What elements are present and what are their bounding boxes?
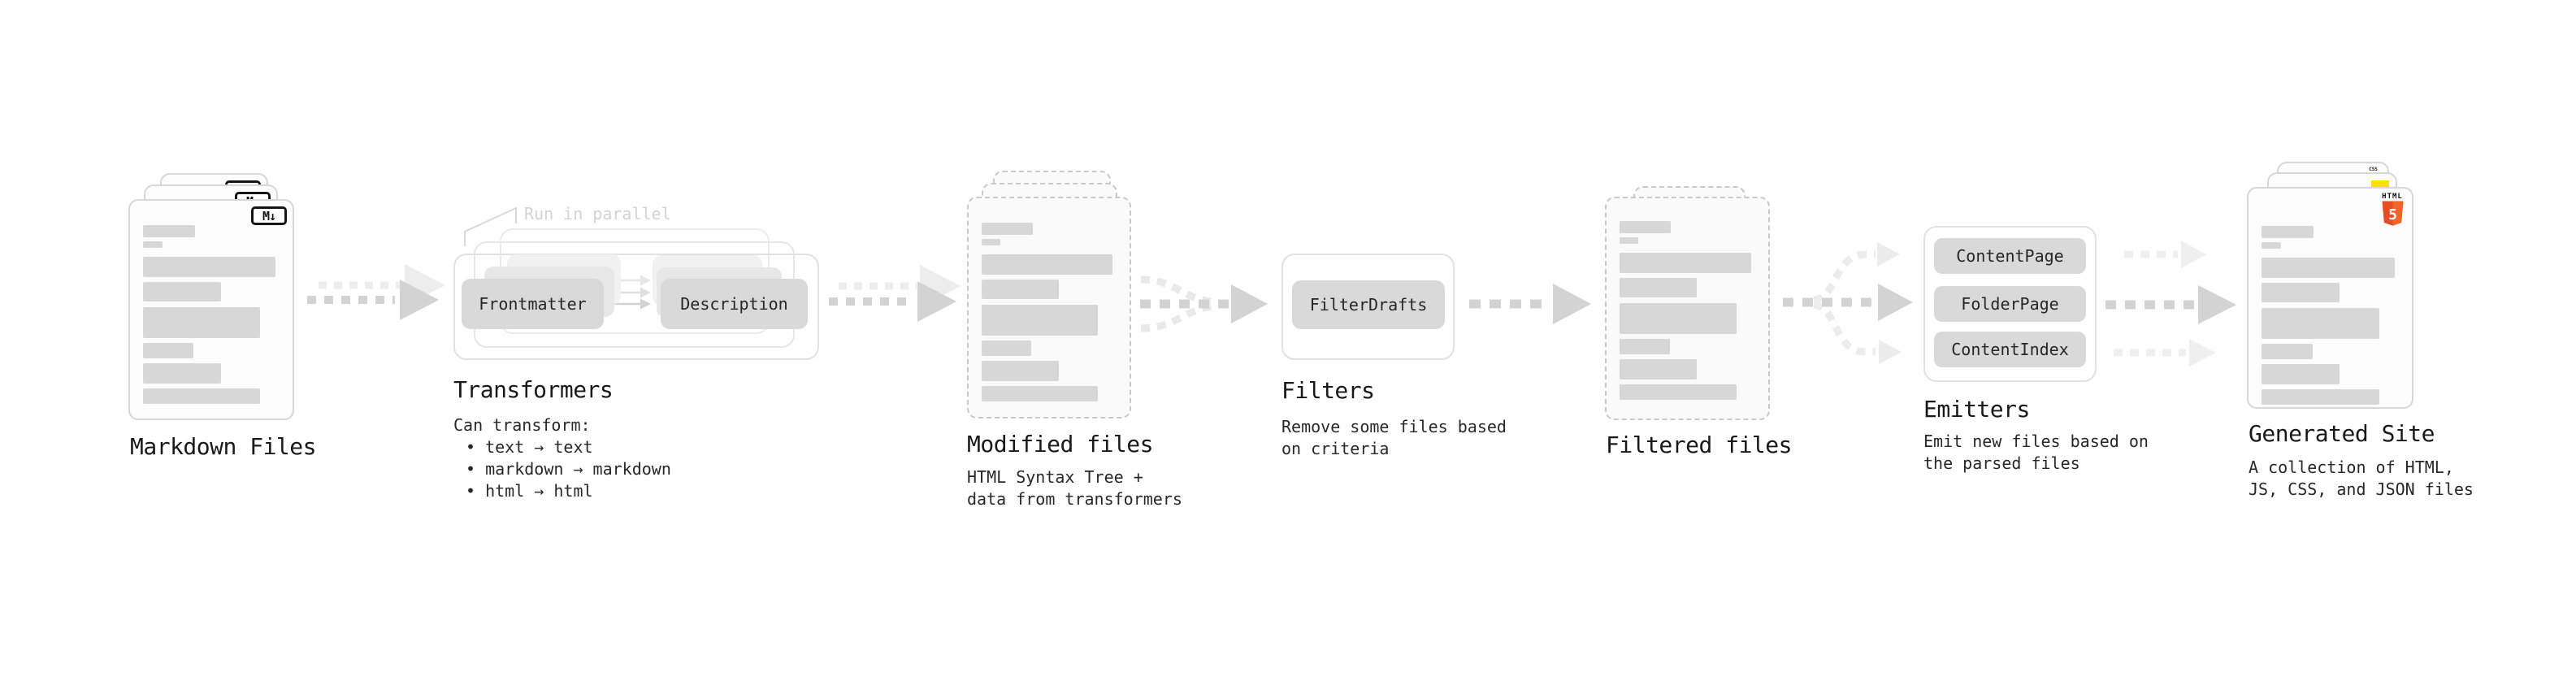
placeholder-text-bars <box>2262 226 2399 405</box>
emitter-box-contentindex: ContentIndex <box>1934 332 2086 367</box>
description-line: on criteria <box>1281 439 1390 458</box>
text-bar <box>2262 283 2340 302</box>
text-bar <box>982 254 1113 275</box>
description-line: A collection of HTML, <box>2249 458 2454 477</box>
text-bar <box>2262 308 2380 339</box>
filter-box-label: FilterDrafts <box>1309 295 1428 314</box>
transformer-box-frontmatter: Frontmatter <box>462 279 604 329</box>
description-line: HTML Syntax Tree + <box>967 467 1143 487</box>
text-bar <box>982 361 1059 381</box>
stage-title: Modified files <box>967 431 1154 458</box>
stage-filters: FilterDrafts Filters Remove some files b… <box>1280 254 1524 497</box>
transformer-group-outline <box>453 254 819 360</box>
text-bar <box>1620 278 1698 297</box>
stage-transformers: Run in parallel Frontmatter Description … <box>452 200 842 525</box>
html5-icon: HTML 5 <box>2380 193 2405 230</box>
description-line: Can transform: <box>453 415 591 435</box>
stage-filtered-files: Filtered files <box>1603 186 1847 511</box>
document-card: M↓ <box>128 199 294 420</box>
stage-description: Emit new files based on the parsed files <box>1923 431 2149 475</box>
text-bar <box>143 225 195 237</box>
stage-title: Markdown Files <box>130 433 317 460</box>
stage-emitters: ContentPage FolderPage ContentIndex Emit… <box>1922 226 2166 494</box>
text-bar <box>982 280 1059 299</box>
text-bar <box>2262 344 2313 359</box>
document-card: HTML 5 <box>2247 187 2413 409</box>
text-bar <box>2262 389 2380 405</box>
description-line: Emit new files based on <box>1923 432 2149 451</box>
text-bar <box>143 282 221 301</box>
text-bar <box>1620 359 1698 380</box>
description-line: Remove some files based <box>1281 417 1507 436</box>
text-bar <box>982 386 1098 401</box>
text-bar <box>143 363 221 384</box>
text-bar <box>2262 364 2340 384</box>
emitter-box-label: FolderPage <box>1961 294 2059 314</box>
text-bar <box>2262 226 2314 238</box>
description-line: JS, CSS, and JSON files <box>2249 479 2474 499</box>
text-bar <box>1620 237 1639 244</box>
text-bar <box>1620 384 1737 400</box>
text-bar <box>982 305 1098 336</box>
description-line: data from transformers <box>967 489 1182 509</box>
placeholder-text-bars <box>143 225 280 404</box>
text-bar <box>2262 258 2395 278</box>
transformer-box-label: Description <box>680 294 788 314</box>
stage-title: Emitters <box>1923 396 2030 423</box>
description-line: the parsed files <box>1923 453 2080 473</box>
stage-description: Remove some files based on criteria <box>1281 416 1507 460</box>
stage-description: A collection of HTML, JS, CSS, and JSON … <box>2249 457 2474 501</box>
stage-title: Filtered files <box>1606 432 1793 458</box>
svg-text:5: 5 <box>2388 206 2397 223</box>
emitter-box-contentpage: ContentPage <box>1934 238 2086 274</box>
stage-generated-site: CSS HTML 5 <box>2245 162 2570 503</box>
placeholder-text-bars <box>982 223 1117 401</box>
text-bar <box>143 257 275 277</box>
text-bar <box>982 223 1034 235</box>
text-bar <box>1620 303 1737 334</box>
stage-modified-files: Modified files HTML Syntax Tree + data f… <box>965 171 1209 512</box>
document-card <box>967 197 1131 419</box>
stage-title: Transformers <box>453 376 614 403</box>
run-in-parallel-note: Run in parallel <box>524 204 671 223</box>
text-bar <box>2262 242 2281 249</box>
emitter-box-label: ContentIndex <box>1951 340 2069 359</box>
placeholder-text-bars <box>1620 221 1755 400</box>
transformer-box-description: Description <box>661 279 808 329</box>
text-bar <box>1620 253 1751 273</box>
transformer-box-label: Frontmatter <box>479 294 587 314</box>
html5-wordmark: HTML <box>2382 193 2403 201</box>
description-line: • text → text <box>466 437 593 457</box>
text-bar <box>982 340 1032 356</box>
filter-box-filterdrafts: FilterDrafts <box>1292 280 1445 329</box>
text-bar <box>1620 339 1670 354</box>
stage-description: Can transform: • text → text • markdown … <box>453 414 671 502</box>
arrow-transformers-to-modified <box>829 265 961 322</box>
description-line: • markdown → markdown <box>466 459 671 479</box>
text-bar <box>143 241 163 248</box>
stage-title: Generated Site <box>2249 420 2435 447</box>
stage-title: Filters <box>1281 377 1375 404</box>
document-card <box>1605 197 1770 420</box>
html5-shield: 5 <box>2382 201 2403 226</box>
description-line: • html → html <box>466 481 593 501</box>
stage-description: HTML Syntax Tree + data from transformer… <box>967 466 1182 510</box>
emitter-box-label: ContentPage <box>1956 246 2064 266</box>
markdown-icon: M↓ <box>251 206 287 225</box>
text-bar <box>143 307 261 338</box>
emitter-box-folderpage: FolderPage <box>1934 286 2086 322</box>
text-bar <box>143 388 261 404</box>
stage-markdown-files: M↓ M↓ M↓ Markdown Files <box>126 162 467 487</box>
text-bar <box>1620 221 1672 233</box>
text-bar <box>143 343 194 358</box>
text-bar <box>982 239 1001 245</box>
